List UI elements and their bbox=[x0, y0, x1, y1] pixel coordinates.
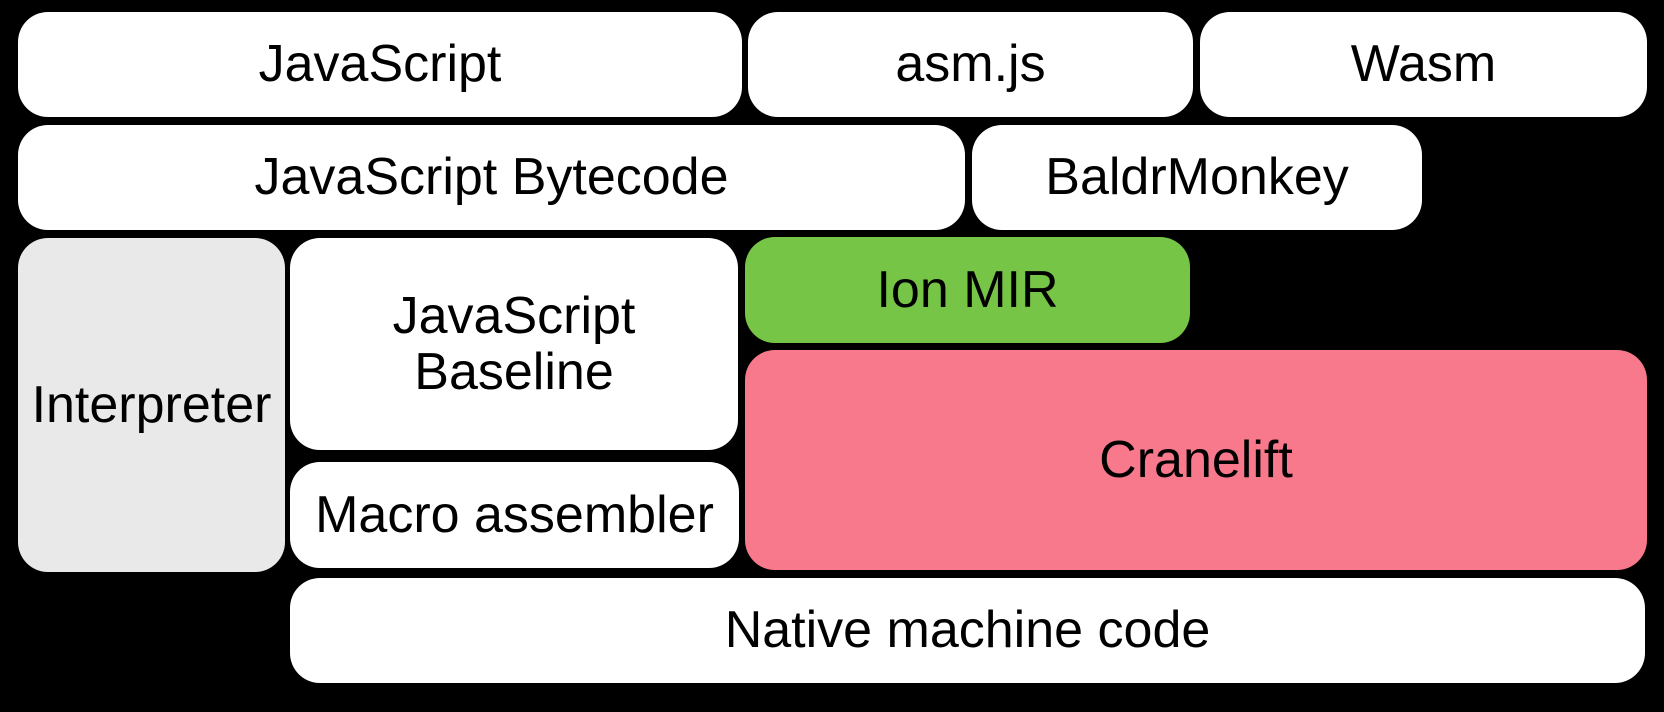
node-javascript-baseline: JavaScript Baseline bbox=[290, 238, 738, 450]
node-javascript-baseline-label: JavaScript Baseline bbox=[392, 286, 636, 401]
node-baldrmonkey: BaldrMonkey bbox=[972, 125, 1422, 230]
node-macro-assembler: Macro assembler bbox=[290, 462, 739, 568]
node-cranelift-label: Cranelift bbox=[1099, 430, 1293, 489]
node-interpreter-label: Interpreter bbox=[31, 375, 272, 434]
node-asmjs: asm.js bbox=[748, 12, 1193, 117]
node-wasm-label: Wasm bbox=[1350, 35, 1497, 94]
node-baldrmonkey-label: BaldrMonkey bbox=[1045, 148, 1349, 207]
node-macro-assembler-label: Macro assembler bbox=[315, 485, 714, 544]
node-javascript-bytecode: JavaScript Bytecode bbox=[18, 125, 965, 230]
node-interpreter: Interpreter bbox=[18, 238, 285, 572]
node-javascript-label: JavaScript bbox=[258, 35, 502, 94]
node-cranelift: Cranelift bbox=[745, 350, 1647, 570]
node-wasm: Wasm bbox=[1200, 12, 1647, 117]
node-javascript-bytecode-label: JavaScript Bytecode bbox=[254, 148, 729, 207]
node-ion-mir-label: Ion MIR bbox=[876, 260, 1059, 319]
node-javascript: JavaScript bbox=[18, 12, 742, 117]
node-native-machine-code-label: Native machine code bbox=[724, 601, 1211, 660]
node-ion-mir: Ion MIR bbox=[745, 237, 1190, 343]
node-asmjs-label: asm.js bbox=[895, 35, 1046, 94]
node-native-machine-code: Native machine code bbox=[290, 578, 1645, 683]
